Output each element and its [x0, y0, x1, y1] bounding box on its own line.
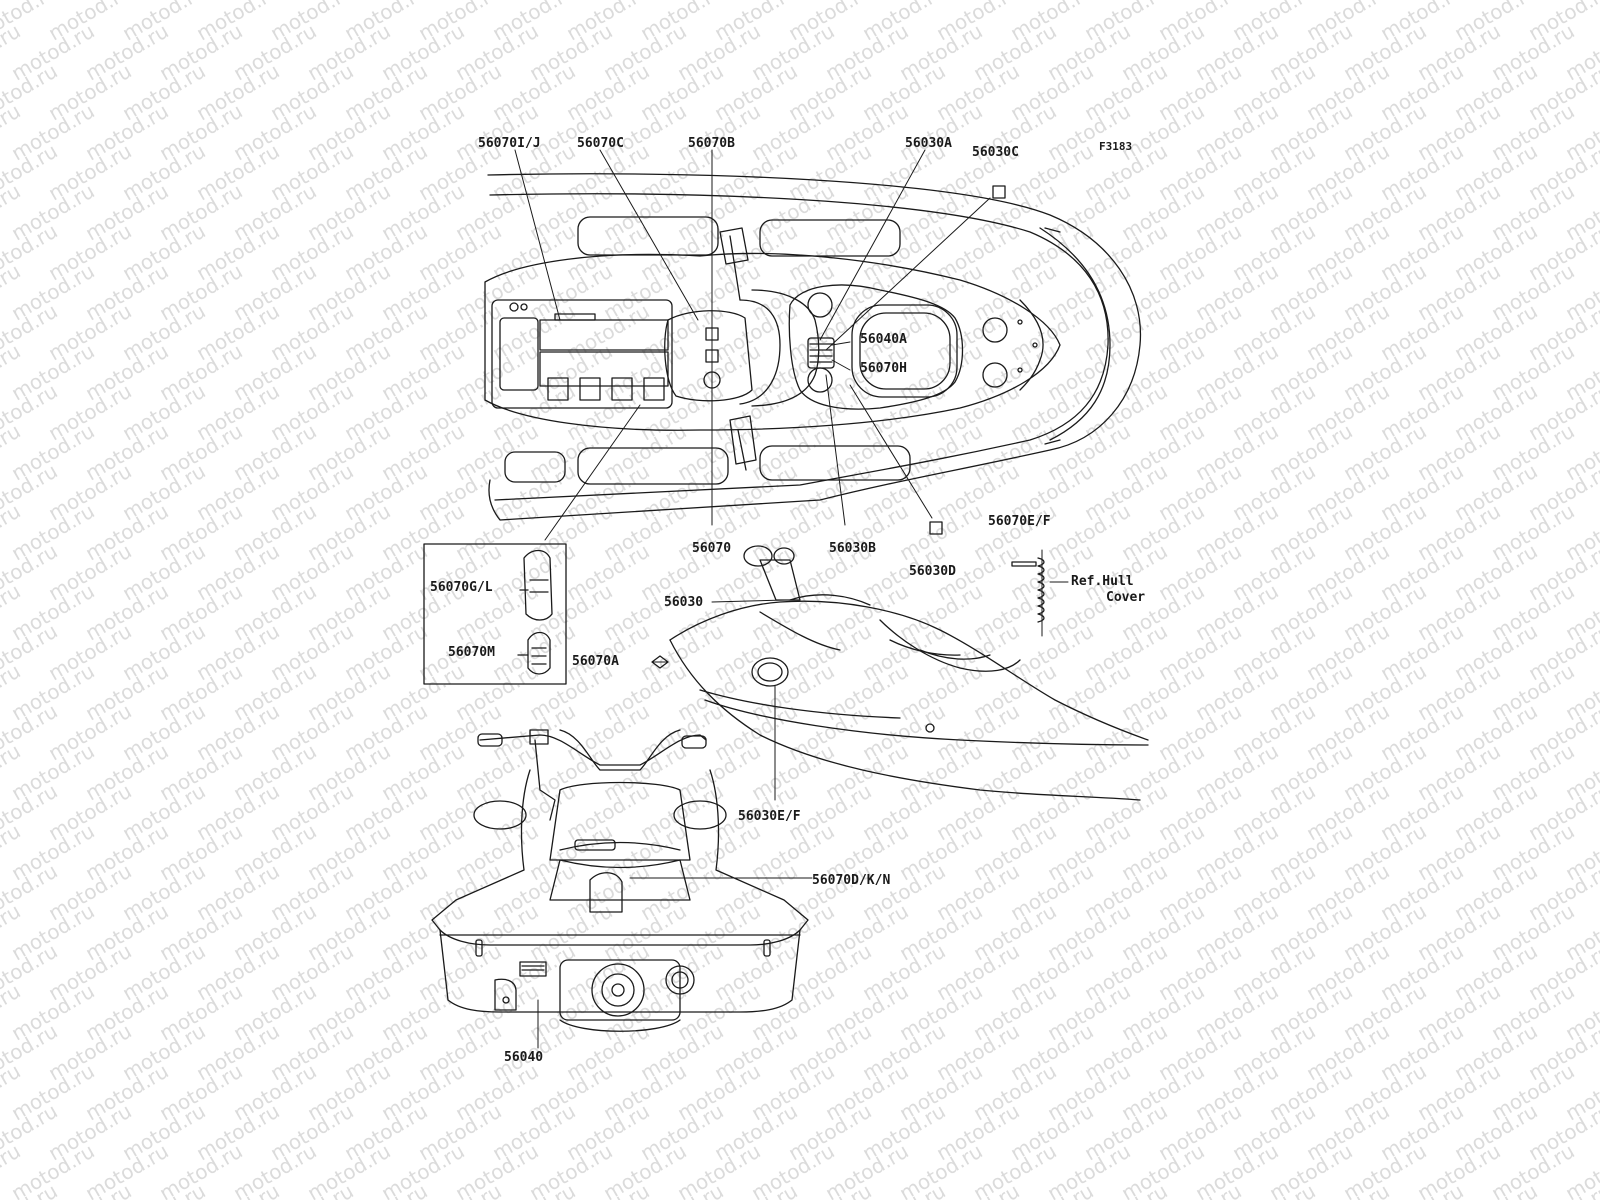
callout-56030e-f: 56030E/F [738, 809, 801, 824]
part-56030c-square [992, 185, 1006, 199]
callout-56070g-l: 56070G/L [430, 580, 493, 595]
callout-56040: 56040 [504, 1050, 544, 1065]
callout-56040a: 56040A [860, 332, 907, 347]
callout-56070b: 56070B [688, 136, 735, 151]
side-view-small-parts [651, 655, 669, 669]
hull-cover-reference-part [1011, 549, 1069, 637]
callout-ref-cover: Cover [1106, 590, 1146, 605]
figure-code: F3183 [1099, 140, 1133, 153]
top-view-small-parts [929, 185, 1006, 535]
callout-56070d-k-n: 56070D/K/N [812, 873, 891, 888]
part-56030d-square [929, 521, 943, 535]
top-view-handlebar-seat [664, 227, 820, 471]
callout-56030d: 56030D [909, 564, 956, 579]
callout-56030a: 56030A [905, 136, 952, 151]
part-56070a-clip [651, 655, 669, 669]
callout-56070i-j: 56070I/J [478, 136, 541, 151]
callout-56070h: 56070H [860, 361, 907, 376]
rear-view-craft [431, 729, 809, 1032]
rear-view-leader-lines [537, 877, 813, 1049]
inset-detail-box [423, 543, 567, 685]
callout-56070c: 56070C [577, 136, 624, 151]
callout-56070e-f: 56070E/F [988, 514, 1051, 529]
side-view-leader-lines [652, 599, 786, 801]
top-view-leader-lines [514, 149, 991, 541]
top-view-engine-bay [491, 299, 673, 409]
callout-56070a: 56070A [572, 654, 619, 669]
callout-56070m: 56070M [448, 645, 495, 660]
callout-56030c: 56030C [972, 145, 1019, 160]
top-view-storage-hatch [788, 284, 1044, 410]
side-view-hull [669, 545, 1149, 801]
callout-ref-hull: Ref.Hull [1071, 574, 1134, 589]
callout-56030: 56030 [664, 595, 704, 610]
top-view-hull [484, 173, 1142, 521]
callout-56070: 56070 [692, 541, 732, 556]
callout-56030b: 56030B [829, 541, 876, 556]
